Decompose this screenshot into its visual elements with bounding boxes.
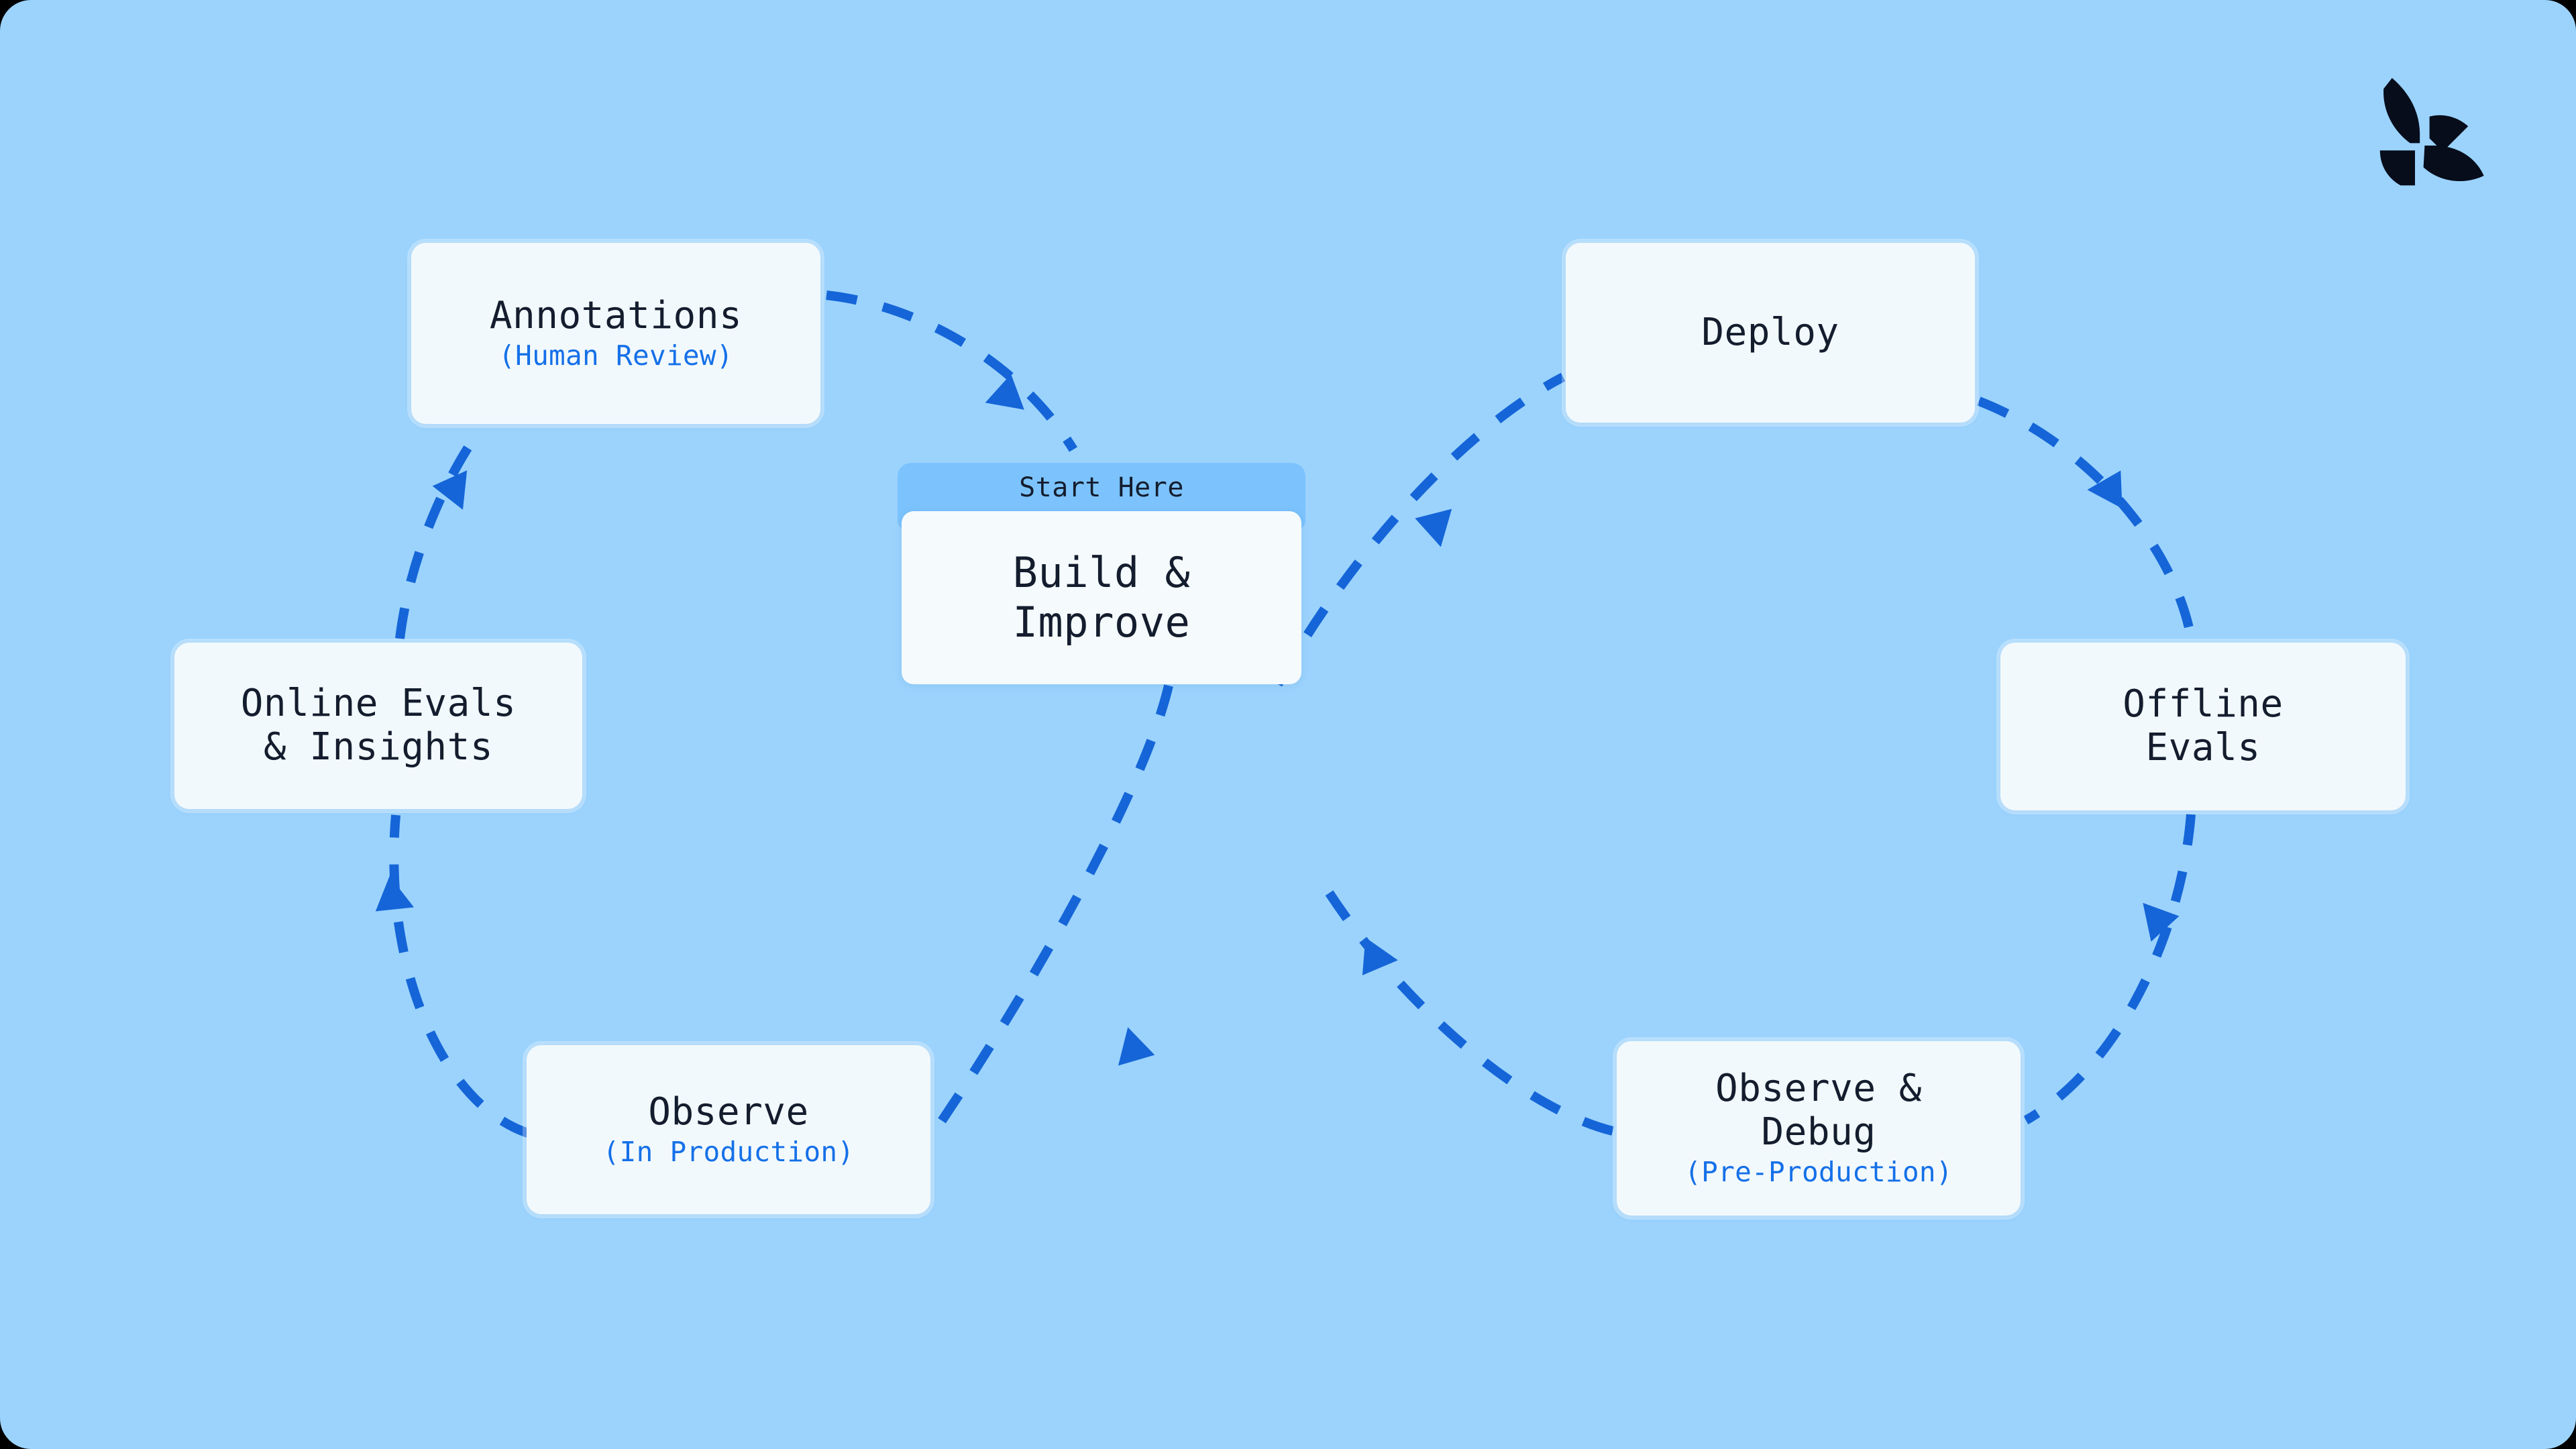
edge-annotations-to-build	[826, 290, 1077, 452]
start-here-label: Start Here	[1019, 472, 1184, 503]
arrowhead-offline-to-observe-debug	[2143, 902, 2180, 942]
node-deploy[interactable]: Deploy	[1566, 243, 1975, 423]
node-annotations-subtitle: (Human Review)	[498, 339, 733, 372]
edge-observe-prod-to-online	[389, 814, 532, 1138]
node-offline-evals[interactable]: Offline Evals	[2000, 643, 2406, 810]
node-offline-evals-title: Offline Evals	[2123, 682, 2284, 769]
start-here-group[interactable]: Start Here Build & Improve	[898, 463, 1305, 684]
node-annotations[interactable]: Annotations (Human Review)	[411, 243, 820, 424]
node-annotations-title: Annotations	[489, 293, 743, 337]
arrowhead-annotations-to-build	[985, 374, 1024, 410]
node-observe-production[interactable]: Observe (In Production)	[527, 1045, 930, 1214]
edge-build-to-observe-prod	[932, 684, 1173, 1132]
arrowhead-observe-debug-to-build	[1362, 937, 1398, 975]
edge-online-to-annotations	[395, 426, 484, 639]
node-online-evals-title: Online Evals & Insights	[240, 682, 517, 769]
edge-build-to-deploy	[1273, 372, 1566, 687]
edge-offline-to-observe-debug	[2023, 814, 2196, 1125]
arrowhead-online-to-annotations	[432, 470, 468, 510]
node-observe-debug-title: Observe & Debug	[1715, 1067, 1922, 1155]
arrowhead-build-to-observe-prod	[1118, 1027, 1155, 1066]
edge-deploy-to-offline	[1977, 396, 2196, 639]
arrowhead-observe-prod-to-online	[375, 875, 415, 912]
node-observe-production-subtitle: (In Production)	[602, 1135, 855, 1168]
arize-phoenix-logo-icon	[2379, 78, 2484, 186]
node-build-improve-title: Build & Improve	[1012, 547, 1191, 647]
node-observe-production-title: Observe	[648, 1089, 809, 1134]
node-online-evals[interactable]: Online Evals & Insights	[174, 643, 582, 809]
arrowhead-build-to-deploy	[1415, 508, 1452, 547]
arrowhead-deploy-to-offline	[2087, 470, 2123, 508]
node-observe-debug-subtitle: (Pre-Production)	[1684, 1156, 1953, 1189]
node-observe-debug[interactable]: Observe & Debug (Pre-Production)	[1617, 1041, 2021, 1216]
node-build-improve[interactable]: Build & Improve	[902, 511, 1301, 684]
node-deploy-title: Deploy	[1701, 310, 1839, 354]
edge-observe-debug-to-build	[1311, 869, 1614, 1136]
